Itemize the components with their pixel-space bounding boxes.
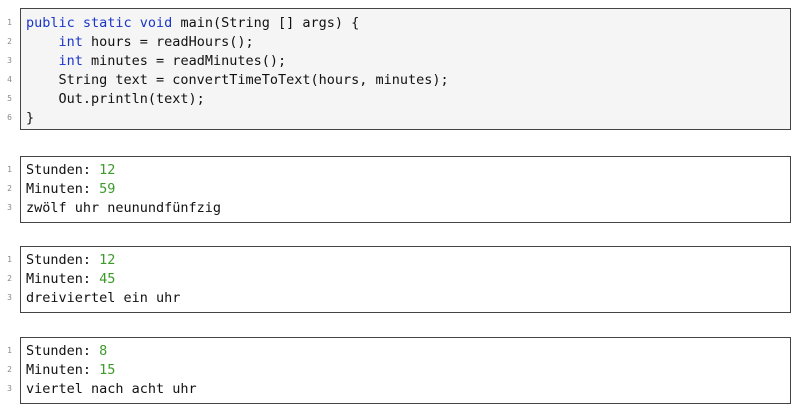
- line-number: 1: [7, 255, 12, 264]
- line-number: 1: [7, 18, 12, 27]
- line-number: 2: [7, 365, 12, 374]
- code-line: 4 String text = convertTimeToText(hours,…: [0, 71, 800, 90]
- output-line: 2 Minuten: 59: [0, 180, 800, 199]
- line-number: 2: [7, 37, 12, 46]
- output-line: 3 zwölf uhr neunundfünfzig: [0, 199, 800, 218]
- text-token: }: [26, 110, 35, 126]
- line-number: 2: [7, 184, 12, 193]
- line-number: 5: [7, 94, 12, 103]
- output-line-text: Minuten: 15: [26, 361, 115, 380]
- output-listing-2: 1 Stunden: 12 2 Minuten: 45 3 dreiviertel ein…: [0, 246, 800, 313]
- output-listing-1: 1 Stunden: 12 2 Minuten: 59 3 zwölf uhr neunu…: [0, 156, 800, 223]
- code-line: 6}: [0, 109, 800, 128]
- text-token: Minuten:: [26, 362, 100, 378]
- keyword-token: int: [58, 34, 83, 50]
- output-line: 3 dreiviertel ein uhr: [0, 289, 800, 308]
- text-token: Out.println(text);: [26, 91, 205, 107]
- text-token: hours = readHours();: [82, 34, 254, 50]
- code-line: 2 int hours = readHours();: [0, 33, 800, 52]
- output-line-text: dreiviertel ein uhr: [26, 289, 180, 308]
- output-line-text: Stunden: 12: [26, 251, 115, 270]
- line-number: 4: [7, 75, 12, 84]
- output-listing-frame-1: [20, 156, 791, 223]
- output-line-text: viertel nach acht uhr: [26, 380, 197, 399]
- number-token: 59: [99, 181, 116, 197]
- text-token: Minuten:: [26, 271, 100, 287]
- output-line: 2 Minuten: 15: [0, 361, 800, 380]
- text-token: [26, 53, 59, 69]
- keyword-token: int: [58, 53, 83, 69]
- keyword-token: public static void: [26, 15, 173, 31]
- line-number: 3: [7, 203, 12, 212]
- line-number: 1: [7, 346, 12, 355]
- code-line-text: }: [26, 109, 34, 128]
- output-line: 3 viertel nach acht uhr: [0, 380, 800, 399]
- code-line-text: int minutes = readMinutes();: [26, 52, 287, 71]
- output-line-text: Stunden: 8: [26, 342, 107, 361]
- output-line: 2 Minuten: 45: [0, 270, 800, 289]
- text-token: Minuten:: [26, 181, 100, 197]
- code-line: 5 Out.println(text);: [0, 90, 800, 109]
- output-line: 1 Stunden: 12: [0, 251, 800, 270]
- output-listing-frame-3: [20, 337, 791, 404]
- code-line-text: int hours = readHours();: [26, 33, 254, 52]
- text-token: Stunden:: [26, 343, 100, 359]
- code-listing: 1 public static void main(String [] args)…: [0, 8, 800, 130]
- code-line-text: String text = convertTimeToText(hours, m…: [26, 71, 449, 90]
- text-token: dreiviertel ein uhr: [26, 290, 181, 306]
- line-number: 3: [7, 293, 12, 302]
- output-line: 1 Stunden: 8: [0, 342, 800, 361]
- number-token: 8: [99, 343, 108, 359]
- output-line-text: zwölf uhr neunundfünfzig: [26, 199, 221, 218]
- line-number: 1: [7, 165, 12, 174]
- text-token: main(String [] args) {: [172, 15, 360, 31]
- text-token: Stunden:: [26, 252, 100, 268]
- output-line-text: Minuten: 45: [26, 270, 115, 289]
- line-number: 2: [7, 274, 12, 283]
- output-line-text: Minuten: 59: [26, 180, 115, 199]
- code-line: 1 public static void main(String [] args)…: [0, 14, 800, 33]
- text-token: [26, 34, 59, 50]
- text-token: minutes = readMinutes();: [82, 53, 287, 69]
- line-number: 3: [7, 56, 12, 65]
- number-token: 15: [99, 362, 116, 378]
- output-line-text: Stunden: 12: [26, 161, 115, 180]
- text-token: viertel nach acht uhr: [26, 381, 197, 397]
- code-line: 3 int minutes = readMinutes();: [0, 52, 800, 71]
- number-token: 45: [99, 271, 116, 287]
- line-number: 6: [7, 113, 12, 122]
- line-number: 3: [7, 384, 12, 393]
- output-listing-frame-2: [20, 246, 791, 313]
- output-line: 1 Stunden: 12: [0, 161, 800, 180]
- text-token: zwölf uhr neunundfünfzig: [26, 200, 222, 216]
- code-line-text: Out.println(text);: [26, 90, 205, 109]
- code-listing-frame: [20, 8, 791, 130]
- number-token: 12: [99, 252, 116, 268]
- text-token: String text = convertTimeToText(hours, m…: [26, 72, 449, 88]
- text-token: Stunden:: [26, 162, 100, 178]
- output-listing-3: 1 Stunden: 8 2 Minuten: 15 3 viertel nach ach…: [0, 337, 800, 404]
- number-token: 12: [99, 162, 116, 178]
- code-line-text: public static void main(String [] args) …: [26, 14, 359, 33]
